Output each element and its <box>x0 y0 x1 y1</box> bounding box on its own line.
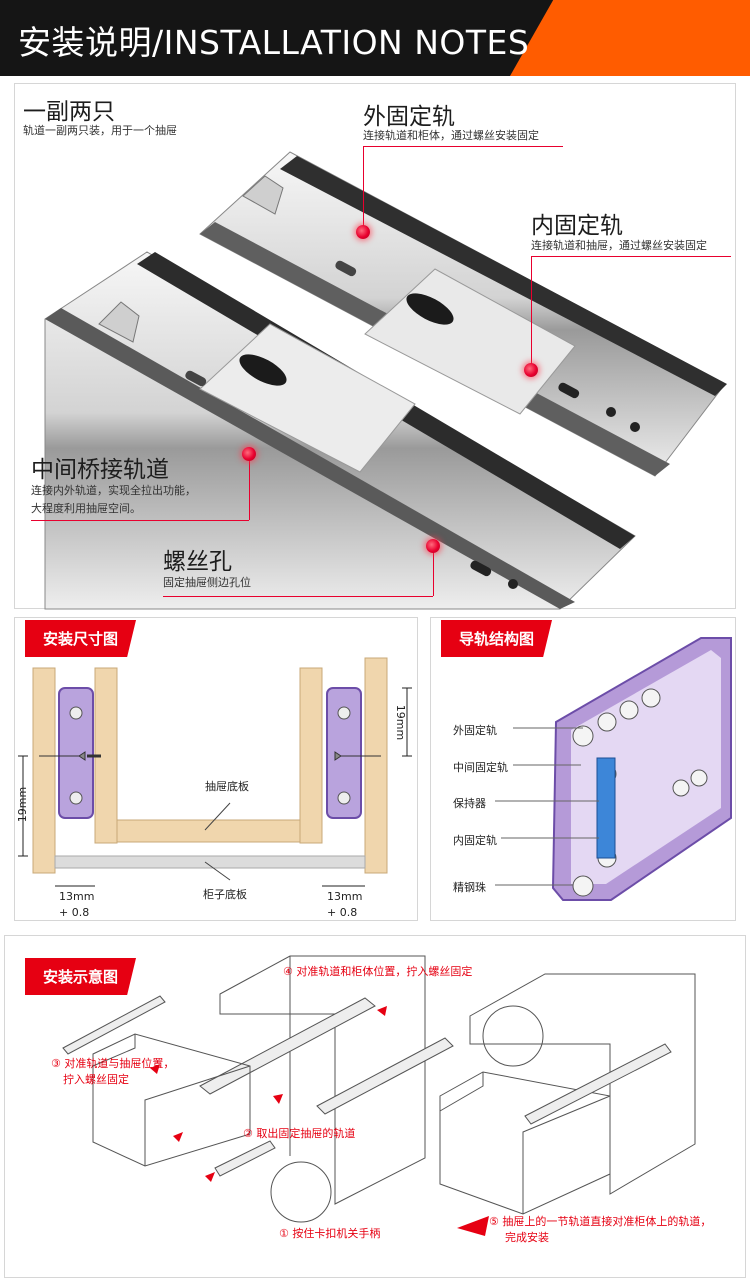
step-2: ② 取出固定抽屉的轨道 <box>243 1127 356 1140</box>
callout-pair-desc: 轨道一副两只装，用于一个抽屉 <box>23 124 177 137</box>
gap-right-label: 13mm <box>327 890 363 903</box>
screw-hole-marker <box>426 539 440 553</box>
upper-rail <box>199 151 727 477</box>
callout-outer-rail-underline <box>363 146 563 147</box>
callout-middle-rail-desc-2: 大程度利用抽屉空间。 <box>31 502 141 515</box>
rail-cross-section <box>495 637 732 901</box>
part-steel-balls: 精钢珠 <box>453 881 486 894</box>
height-right-label: 19mm <box>394 704 408 741</box>
step-4: ④ 对准轨道和柜体位置，拧入螺丝固定 <box>283 965 473 978</box>
part-outer-rail: 外固定轨 <box>453 724 497 737</box>
install-tag: 安装示意图 <box>25 958 137 995</box>
step-5-line-2: 完成安装 <box>505 1231 549 1244</box>
page-title: 安装说明/INSTALLATION NOTES <box>18 23 530 62</box>
step-3-line-1: ③ 对准轨道与抽屉位置， <box>51 1057 175 1070</box>
dimension-tag: 安装尺寸图 <box>25 620 137 657</box>
callout-middle-rail-title: 中间桥接轨道 <box>31 457 169 483</box>
callout-screw-hole-title: 螺丝孔 <box>163 549 232 575</box>
callout-screw-hole-underline <box>163 596 433 597</box>
callout-inner-rail-title: 内固定轨 <box>531 213 623 239</box>
part-retainer: 保持器 <box>453 797 486 810</box>
callout-inner-rail-leader <box>531 256 532 370</box>
structure-panel: 导轨结构图 外固定轨 中间固定轨 保持器 内固定轨 精钢珠 <box>430 617 736 921</box>
step-5-line-1: ⑤ 抽屉上的一节轨道直接对准柜体上的轨道， <box>489 1215 712 1228</box>
cabinet-bottom-label: 柜子底板 <box>203 888 247 901</box>
header-accent <box>510 0 750 76</box>
install-diagram <box>62 955 696 1236</box>
rail-overview-panel: 一副两只 轨道一副两只装，用于一个抽屉 外固定轨 连接轨道和柜体，通过螺丝安装固… <box>14 83 736 610</box>
outer-rail-marker <box>356 225 370 239</box>
part-middle-rail: 中间固定轨 <box>453 761 508 774</box>
middle-rail-marker <box>242 447 256 461</box>
tol-right-label: + 0.8 <box>327 906 358 919</box>
callout-middle-rail-underline <box>31 520 249 521</box>
gap-left-label: 13mm <box>59 890 95 903</box>
step-3-line-2: 拧入螺丝固定 <box>63 1073 129 1086</box>
slide-rail-illustration <box>44 151 727 610</box>
callout-screw-hole-desc: 固定抽屉侧边孔位 <box>163 576 251 589</box>
callout-middle-rail-desc-1: 连接内外轨道，实现全拉出功能， <box>31 484 196 497</box>
inner-rail-marker <box>524 363 538 377</box>
callout-pair-title: 一副两只 <box>23 99 115 125</box>
callout-screw-hole-leader <box>433 546 434 596</box>
step-1: ① 按住卡扣机关手柄 <box>279 1227 381 1240</box>
callout-outer-rail-title: 外固定轨 <box>363 104 455 130</box>
callout-inner-rail-underline <box>531 256 731 257</box>
dimension-panel: 安装尺寸图 抽屉底板 柜子底板 19mm <box>14 617 418 921</box>
part-inner-rail: 内固定轨 <box>453 834 497 847</box>
callout-inner-rail-desc: 连接轨道和抽屉，通过螺丝安装固定 <box>531 239 707 252</box>
install-panel: 安装示意图 <box>4 935 746 1278</box>
structure-tag: 导轨结构图 <box>441 620 553 657</box>
tol-left-label: + 0.8 <box>59 906 90 919</box>
drawer-bottom-label: 抽屉底板 <box>205 780 249 793</box>
lower-rail <box>44 251 636 610</box>
callout-outer-rail-desc: 连接轨道和柜体，通过螺丝安装固定 <box>363 129 539 142</box>
dimension-diagram <box>18 657 412 887</box>
height-left-label: 19mm <box>16 786 30 823</box>
header-banner: 安装说明/INSTALLATION NOTES <box>0 0 750 76</box>
callout-middle-rail-leader <box>249 454 250 520</box>
callout-outer-rail-leader <box>363 146 364 232</box>
